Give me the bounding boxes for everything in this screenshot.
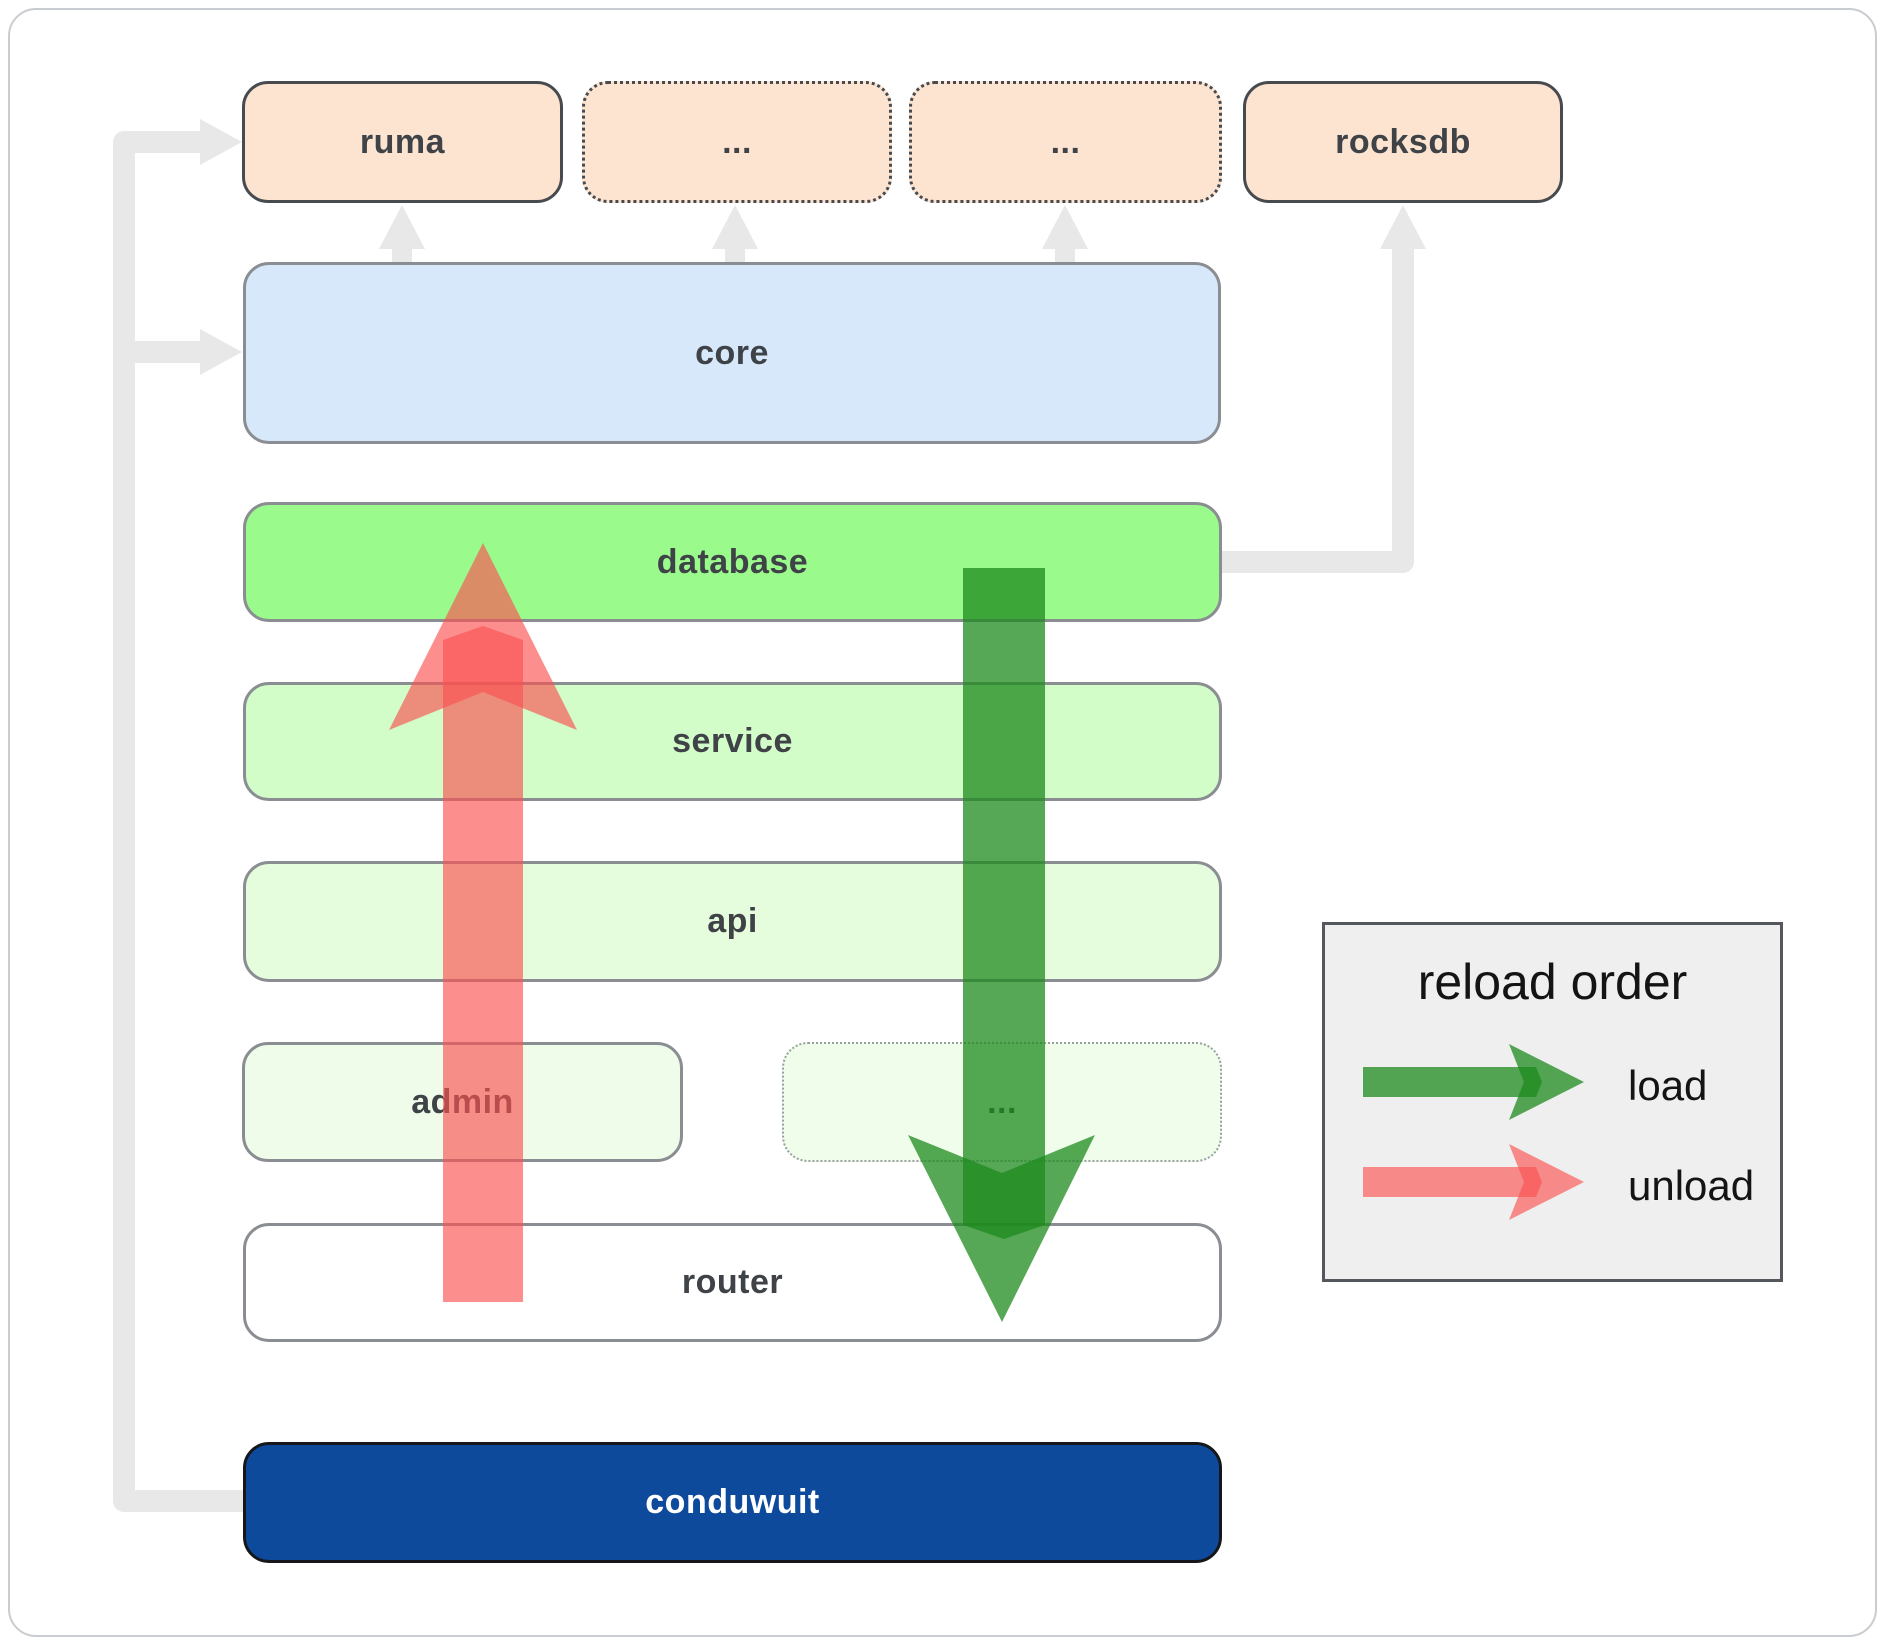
legend-title: reload order bbox=[1417, 954, 1688, 1010]
box-database-label: database bbox=[656, 542, 809, 581]
legend: reload order load unload bbox=[1322, 922, 1783, 1282]
box-api-label: api bbox=[707, 902, 758, 940]
box-dots-mid: ... bbox=[782, 1042, 1222, 1162]
box-conduwuit-label: conduwuit bbox=[645, 1483, 820, 1521]
box-service-label: service bbox=[672, 722, 793, 760]
box-ruma-label: ruma bbox=[359, 122, 446, 161]
box-rocksdb-label: rocksdb bbox=[1335, 122, 1471, 161]
legend-label-load: load bbox=[1628, 1062, 1708, 1109]
box-rocksdb: rocksdb bbox=[1243, 81, 1563, 203]
box-core: core bbox=[243, 262, 1221, 444]
box-admin: admin bbox=[242, 1042, 683, 1162]
box-dots-top-1: ... bbox=[582, 81, 892, 203]
box-service: service bbox=[243, 682, 1222, 801]
box-api: api bbox=[243, 861, 1222, 982]
box-dots-top-2-label: ... bbox=[1050, 122, 1081, 161]
box-ruma: ruma bbox=[242, 81, 563, 203]
box-dots-mid-label: ... bbox=[987, 1082, 1017, 1121]
box-dots-top-2: ... bbox=[909, 81, 1222, 203]
box-router: router bbox=[243, 1223, 1222, 1342]
box-conduwuit: conduwuit bbox=[243, 1442, 1222, 1563]
box-router-label: router bbox=[681, 1263, 784, 1301]
legend-label-unload: unload bbox=[1628, 1162, 1755, 1209]
box-core-label: core bbox=[695, 333, 769, 372]
box-database: database bbox=[243, 502, 1222, 622]
box-admin-label: admin bbox=[411, 1082, 514, 1121]
box-dots-top-1-label: ... bbox=[722, 122, 752, 161]
